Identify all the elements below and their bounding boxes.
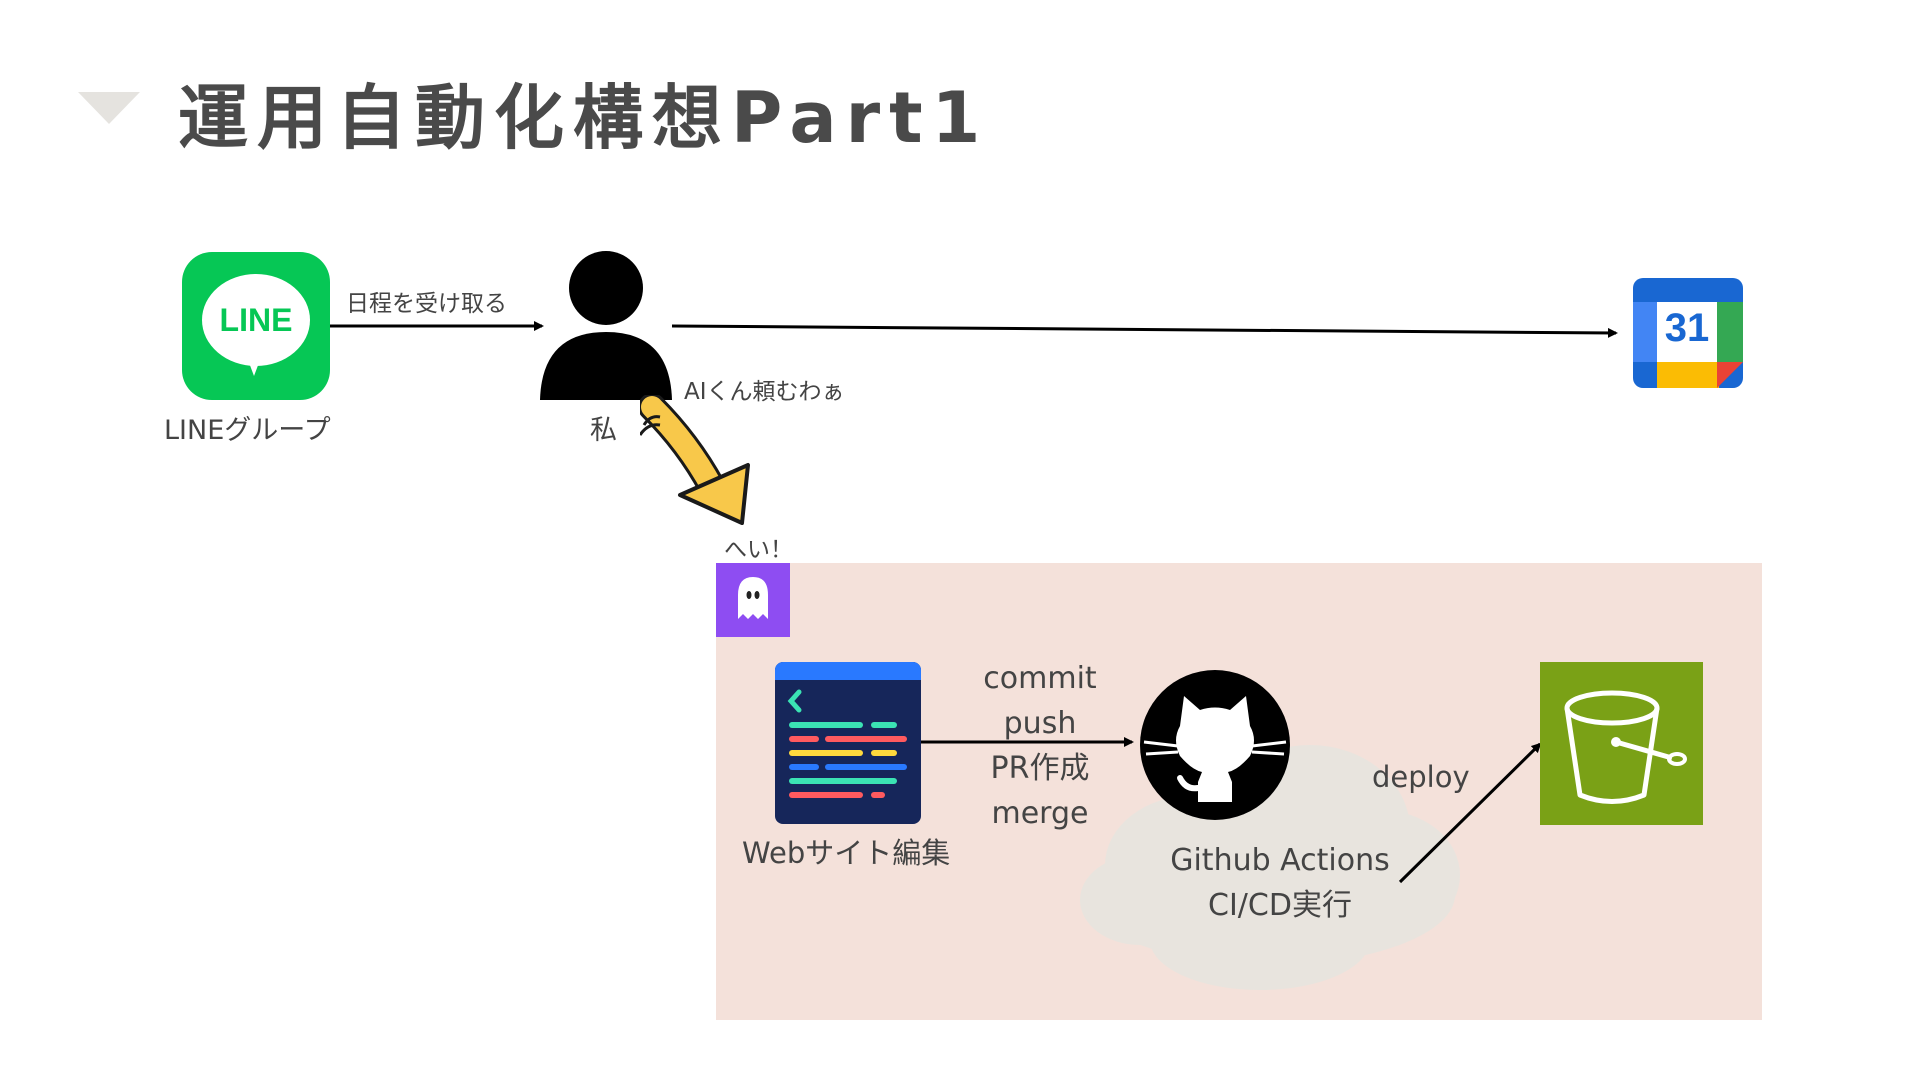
- editor-label: Webサイト編集: [742, 836, 951, 870]
- github-icon: [1140, 670, 1290, 820]
- code-editor-icon: [775, 662, 921, 824]
- git-step: merge: [991, 796, 1089, 831]
- person-label: 私: [590, 415, 617, 446]
- line-icon-text: LINE: [219, 302, 293, 338]
- edge-label-request: AIくん頼むわぁ: [684, 379, 845, 405]
- s3-bucket-icon: [1540, 662, 1703, 825]
- arrow-me-to-calendar: [671, 324, 1618, 338]
- git-step: commit: [983, 661, 1097, 696]
- edge-label-receive: 日程を受け取る: [346, 291, 507, 317]
- title-triangle-icon: [78, 92, 140, 124]
- google-calendar-icon: 31: [1633, 278, 1743, 388]
- yellow-arrow-icon: [640, 395, 750, 525]
- ghost-ai-icon: [716, 563, 790, 637]
- slide-title: 運用自動化構想Part1: [178, 77, 990, 159]
- deploy-label: deploy: [1372, 760, 1470, 794]
- person-icon: [540, 251, 672, 400]
- arrow-deploy: [1398, 742, 1542, 884]
- line-app-icon: LINE: [182, 252, 330, 400]
- github-actions-label: Github Actions CI/CD実行: [1150, 838, 1410, 928]
- calendar-number: 31: [1664, 306, 1710, 350]
- line-group-label: LINEグループ: [164, 415, 331, 446]
- ai-reply-label: へい！: [724, 537, 793, 563]
- git-step: PR作成: [990, 751, 1090, 786]
- actions-line-1: Github Actions: [1170, 843, 1390, 878]
- actions-line-2: CI/CD実行: [1208, 888, 1352, 923]
- git-steps: commit push PR作成 merge: [960, 656, 1120, 836]
- git-step: push: [1003, 706, 1077, 741]
